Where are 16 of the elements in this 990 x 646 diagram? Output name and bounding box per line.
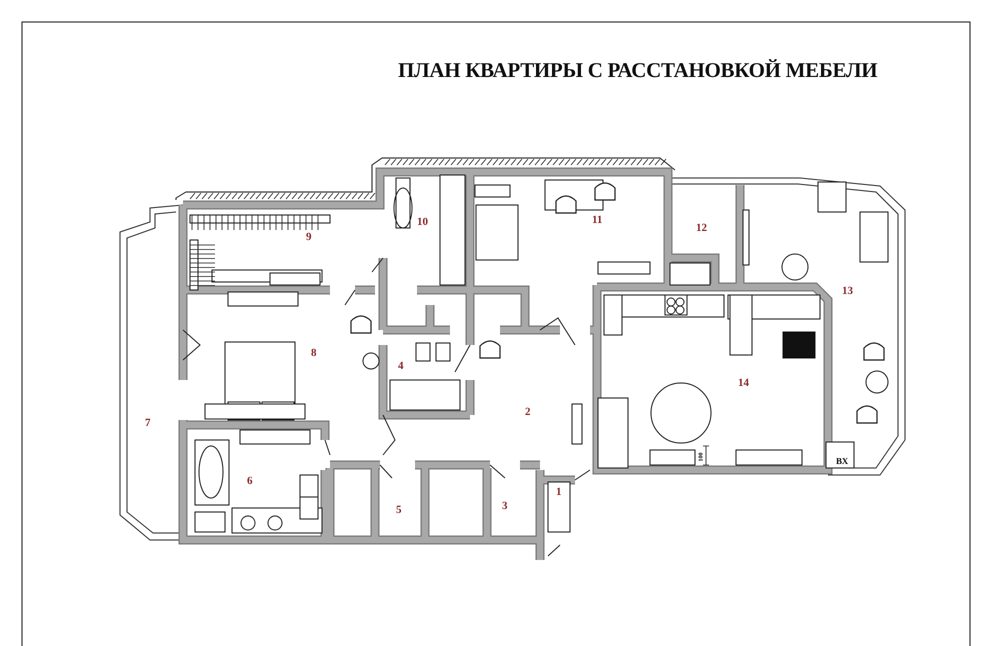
room-number: 2	[525, 406, 530, 418]
room-number: 4	[398, 360, 404, 372]
page-title: ПЛАН КВАРТИРЫ С РАССТАНОВКОЙ МЕБЕЛИ	[398, 58, 878, 83]
room-number: 12	[696, 222, 707, 234]
room-number: 10	[417, 216, 428, 228]
room-number: 1	[556, 486, 562, 498]
room-number: 7	[145, 417, 150, 429]
room-number: 9	[306, 231, 312, 243]
room-number: 3	[502, 500, 508, 512]
entrance-mark: ВХ	[836, 455, 848, 467]
room-number: 8	[311, 347, 316, 359]
room-number: 13	[842, 285, 853, 297]
room-number: 5	[396, 504, 402, 516]
room-number: 11	[592, 214, 602, 226]
room-number: 6	[247, 475, 252, 487]
room-number: 14	[738, 377, 749, 389]
